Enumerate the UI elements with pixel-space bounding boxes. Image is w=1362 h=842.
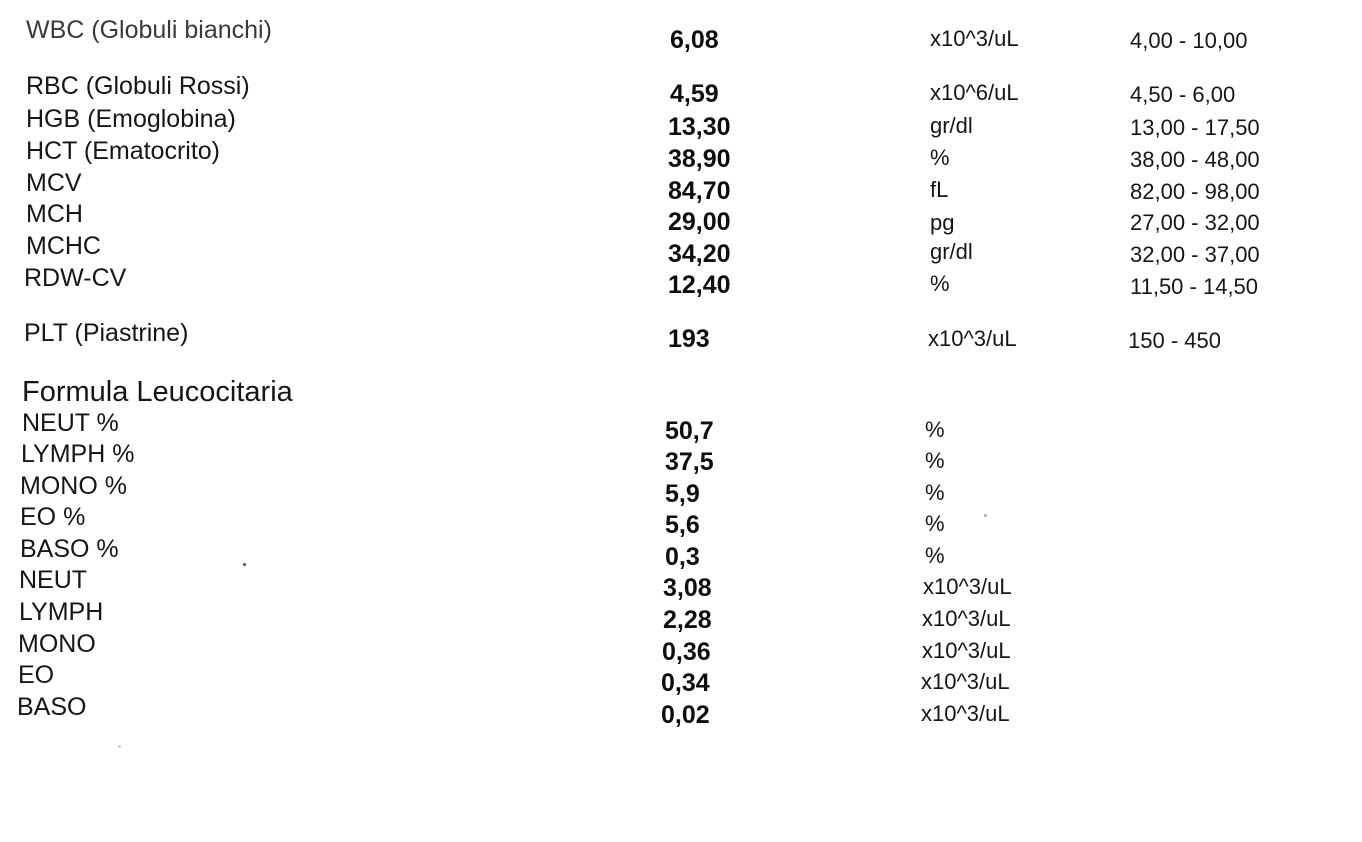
section-title-formula-leucocitaria: Formula Leucocitaria — [22, 376, 293, 408]
test-value: 84,70 — [668, 177, 731, 205]
test-value: 0,34 — [661, 669, 710, 697]
test-unit: x10^3/uL — [928, 326, 1017, 351]
test-unit: fL — [930, 177, 949, 202]
result-row-plt: PLT (Piastrine) 193 x10^3/uL 150 - 450 — [0, 321, 1362, 353]
test-unit: x10^3/uL — [922, 606, 1011, 631]
test-value: 29,00 — [668, 208, 731, 236]
test-name: MCHC — [26, 232, 101, 260]
test-unit: % — [930, 271, 950, 296]
test-name: RDW-CV — [24, 264, 127, 292]
test-name: HGB (Emoglobina) — [26, 105, 236, 133]
test-value: 193 — [668, 325, 710, 353]
test-value: 37,5 — [665, 448, 714, 476]
result-row-hct: HCT (Ematocrito) 38,90 % 38,00 - 48,00 — [0, 137, 1362, 173]
result-row-wbc: WBC (Globuli bianchi) 6,08 x10^3/uL 4,00… — [0, 16, 1362, 54]
test-value: 5,9 — [665, 480, 700, 508]
test-name: PLT (Piastrine) — [24, 319, 189, 347]
test-value: 12,40 — [668, 271, 731, 299]
test-value: 0,02 — [661, 701, 710, 729]
test-unit: gr/dl — [930, 113, 973, 138]
leukocyte-row-mono-abs: MONO 0,36 x10^3/uL — [0, 630, 1362, 666]
test-value: 13,30 — [668, 113, 731, 141]
test-value: 50,7 — [665, 417, 714, 445]
scan-speck — [984, 514, 987, 517]
reference-range: 38,00 - 48,00 — [1130, 147, 1260, 172]
result-row-mchc: MCHC 34,20 gr/dl 32,00 - 37,00 — [0, 232, 1362, 268]
test-name: BASO % — [20, 535, 119, 563]
test-unit: % — [925, 480, 945, 505]
test-value: 3,08 — [663, 574, 712, 602]
test-unit: % — [930, 145, 950, 170]
test-unit: gr/dl — [930, 239, 973, 264]
leukocyte-row-lymph-abs: LYMPH 2,28 x10^3/uL — [0, 598, 1362, 634]
reference-range: 13,00 - 17,50 — [1130, 115, 1260, 140]
test-name: HCT (Ematocrito) — [26, 137, 221, 165]
test-value: 4,59 — [670, 80, 719, 108]
reference-range: 27,00 - 32,00 — [1130, 210, 1260, 235]
reference-range: 4,00 - 10,00 — [1130, 28, 1248, 53]
test-name: EO % — [20, 503, 86, 531]
leukocyte-row-eo-abs: EO 0,34 x10^3/uL — [0, 661, 1362, 697]
test-unit: % — [925, 511, 945, 536]
leukocyte-row-mono-pct: MONO % 5,9 % — [0, 472, 1362, 508]
test-unit: % — [925, 543, 945, 568]
test-name: MCV — [26, 169, 82, 197]
test-unit: % — [925, 448, 945, 473]
test-name: MONO % — [20, 472, 127, 500]
test-unit: x10^3/uL — [921, 701, 1010, 726]
test-value: 38,90 — [668, 145, 731, 173]
test-unit: x10^3/uL — [922, 638, 1011, 663]
test-value: 6,08 — [670, 26, 719, 54]
test-value: 0,36 — [662, 638, 711, 666]
test-name: MONO — [18, 630, 96, 658]
leukocyte-row-baso-pct: BASO % 0,3 % — [0, 535, 1362, 571]
test-value: 5,6 — [665, 511, 700, 539]
reference-range: 4,50 - 6,00 — [1130, 82, 1236, 107]
test-name: BASO — [17, 693, 87, 721]
test-unit: x10^6/uL — [930, 80, 1019, 105]
test-unit: x10^3/uL — [921, 669, 1010, 694]
result-row-mcv: MCV 84,70 fL 82,00 - 98,00 — [0, 169, 1362, 205]
test-name: LYMPH — [19, 598, 104, 626]
test-value: 0,3 — [665, 543, 700, 571]
test-unit: x10^3/uL — [930, 26, 1019, 51]
result-row-mch: MCH 29,00 pg 27,00 - 32,00 — [0, 200, 1362, 236]
test-name: WBC (Globuli bianchi) — [26, 16, 272, 44]
result-row-rdw-cv: RDW-CV 12,40 % 11,50 - 14,50 — [0, 266, 1362, 298]
reference-range: 11,50 - 14,50 — [1130, 274, 1259, 299]
test-value: 2,28 — [663, 606, 712, 634]
reference-range: 32,00 - 37,00 — [1130, 242, 1260, 267]
test-unit: % — [925, 417, 945, 442]
test-name: NEUT % — [22, 409, 119, 437]
test-name: RBC (Globuli Rossi) — [26, 72, 250, 100]
result-row-hgb: HGB (Emoglobina) 13,30 gr/dl 13,00 - 17,… — [0, 105, 1362, 141]
test-name: MCH — [26, 200, 83, 228]
test-value: 34,20 — [668, 240, 731, 268]
test-unit: pg — [930, 210, 955, 235]
test-name: NEUT — [19, 566, 88, 594]
leukocyte-row-eo-pct: EO % 5,6 % — [0, 503, 1362, 539]
test-name: EO — [18, 661, 55, 689]
leukocyte-row-neut-pct: NEUT % 50,7 % — [0, 409, 1362, 445]
leukocyte-row-neut-abs: NEUT 3,08 x10^3/uL — [0, 566, 1362, 602]
test-unit: x10^3/uL — [923, 574, 1012, 599]
scan-speck — [118, 745, 121, 748]
reference-range: 150 - 450 — [1128, 328, 1221, 353]
leukocyte-row-lymph-pct: LYMPH % 37,5 % — [0, 440, 1362, 476]
scan-speck — [243, 563, 246, 566]
leukocyte-row-baso-abs: BASO 0,02 x10^3/uL — [0, 693, 1362, 729]
result-row-rbc: RBC (Globuli Rossi) 4,59 x10^6/uL 4,50 -… — [0, 72, 1362, 108]
reference-range: 82,00 - 98,00 — [1130, 179, 1260, 204]
test-name: LYMPH % — [21, 440, 135, 468]
